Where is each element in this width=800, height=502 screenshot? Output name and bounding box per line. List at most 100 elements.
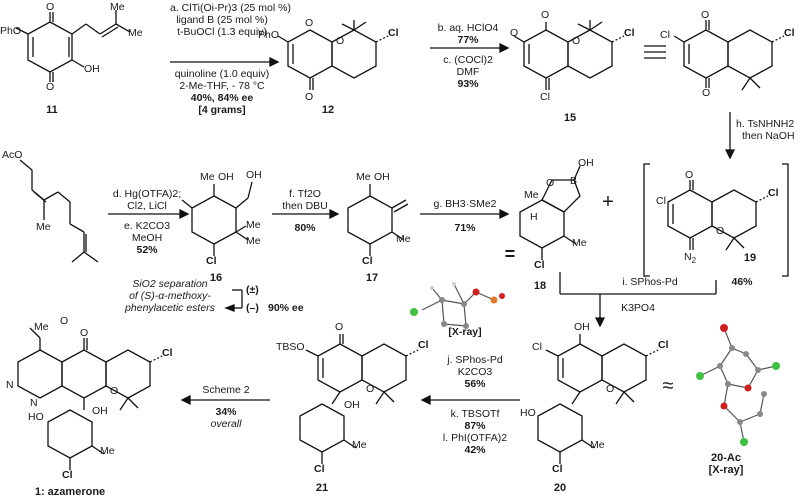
compound-label-17: 17 xyxy=(365,272,379,284)
reagent-j-yield: 56% xyxy=(464,378,486,390)
atom-cl-azamerone-2: Cl xyxy=(62,469,73,481)
reagent-f-line2: then DBU xyxy=(282,200,328,212)
structure-20 xyxy=(537,334,659,464)
compound-label-21: 21 xyxy=(315,482,329,494)
atom-b-18: B xyxy=(570,175,578,187)
atom-h-18: H xyxy=(530,211,538,223)
reagent-a-yield: 40%, 84% ee xyxy=(190,92,254,104)
scheme-2-label: Scheme 2 xyxy=(202,384,250,396)
structure-11 xyxy=(15,10,131,82)
atom-oh-21: OH xyxy=(344,399,360,411)
xray-structure-18 xyxy=(410,282,505,329)
atom-oh-17: OH xyxy=(374,171,390,183)
reagent-h-line1: h. TsNHNH2 xyxy=(736,118,795,130)
atom-cl-21: Cl xyxy=(418,339,429,351)
reagent-k: k. TBSOTf xyxy=(450,408,500,420)
atom-me-18: Me xyxy=(524,189,539,201)
separation-line2: of (S)-α-methoxy- xyxy=(129,290,211,302)
separation-racemic: (±) xyxy=(246,284,259,296)
atom-me2-18: Me xyxy=(572,237,587,249)
atom-cl-19: Cl xyxy=(656,195,666,207)
atom-me-azamerone-2: Me xyxy=(100,445,115,457)
reagent-d-line2: Cl2, LiCl xyxy=(127,200,167,212)
atom-tbso-21: TBSO xyxy=(276,341,305,353)
structure-15 xyxy=(513,20,625,90)
atom-cl-15-alt-2: Cl xyxy=(784,27,795,39)
atom-o-azamerone-ac: O xyxy=(60,315,69,327)
atom-o-15-alt-bottom: O xyxy=(702,87,711,99)
atom-oh-11: OH xyxy=(84,63,100,75)
atom-o-azamerone-top: O xyxy=(80,327,89,339)
reagent-e-yield: 52% xyxy=(136,244,158,256)
reagent-b: b. aq. HClO4 xyxy=(437,22,499,34)
reagent-f-yield: 80% xyxy=(294,222,316,234)
atom-o-15-left: O xyxy=(510,27,519,39)
atom-n-azamerone-2: N xyxy=(30,397,38,409)
approx-sign: ≈ xyxy=(662,375,674,397)
atom-o-19-top: O xyxy=(685,169,694,181)
atom-ho-azamerone: HO xyxy=(28,411,44,423)
atom-oh-18: OH xyxy=(578,157,594,169)
atom-oh2-16: OH xyxy=(246,169,262,181)
atom-cl-16: Cl xyxy=(206,255,217,267)
separation-ee: 90% ee xyxy=(268,302,304,314)
atom-o-11-top: O xyxy=(46,1,55,13)
reagent-f-line1: f. Tf2O xyxy=(289,188,321,200)
scheme-2-overall: overall xyxy=(210,418,242,430)
atom-cl-20: Cl xyxy=(532,341,542,353)
structure-16 xyxy=(181,181,253,256)
atom-n2-sub-19: 2 xyxy=(691,256,697,266)
atom-o-15-alt-top: O xyxy=(701,9,710,21)
atom-o-15-top: O xyxy=(541,9,550,21)
xray-18-label: [X-ray] xyxy=(448,326,482,338)
reagent-g-yield: 71% xyxy=(454,222,476,234)
atom-oh-azamerone: OH xyxy=(92,405,108,417)
atom-cl-20-2: Cl xyxy=(658,339,669,351)
reagent-i-yield: 46% xyxy=(731,276,753,288)
separation-enantiomer: (–) xyxy=(246,302,259,314)
atom-o-21-ring: O xyxy=(366,383,375,395)
separation-line1: SiO2 separation xyxy=(132,278,208,290)
atom-o-18: O xyxy=(546,177,555,189)
reagent-a-line1: a. ClTi(Oi-Pr)3 (25 mol %) xyxy=(170,2,291,14)
reagent-a-scale: [4 grams] xyxy=(198,104,246,116)
atom-me-17: Me xyxy=(356,171,371,183)
structure-17 xyxy=(347,184,409,256)
atom-me-21: Me xyxy=(352,439,367,451)
reagent-k-yield: 87% xyxy=(464,420,486,432)
atom-n-19: N xyxy=(684,251,692,263)
structure-geranyl-acetate xyxy=(19,159,99,263)
atom-me2-16: Me xyxy=(246,219,261,231)
reagent-c-yield: 93% xyxy=(457,78,479,90)
atom-me-geranyl: Me xyxy=(36,221,51,233)
atom-me-16: Me xyxy=(200,171,215,183)
atom-pho-12: PhO xyxy=(258,29,280,41)
structure-azamerone xyxy=(17,327,163,470)
reagent-l: l. PhI(OTFA)2 xyxy=(442,432,508,444)
atom-me2-11: Me xyxy=(128,27,143,39)
atom-cl-15-alt: Cl xyxy=(660,29,670,41)
atom-o-12-bottom: O xyxy=(305,91,314,103)
reagent-c-solvent: DMF xyxy=(456,66,480,78)
reagent-j: j. SPhos-Pd xyxy=(447,354,503,366)
atom-me-20: Me xyxy=(590,439,605,451)
atom-me2-17: Me xyxy=(396,233,411,245)
atom-cl-17: Cl xyxy=(362,255,373,267)
atom-n-azamerone-1: N xyxy=(6,379,14,391)
structure-21 xyxy=(299,334,419,464)
reagent-b-yield: 77% xyxy=(457,34,479,46)
atom-n2-19: N2 xyxy=(684,252,696,266)
compound-label-11: 11 xyxy=(46,104,58,116)
reagent-g: g. BH3·SMe2 xyxy=(433,198,497,210)
atom-me-azamerone: Me xyxy=(34,321,49,333)
structure-19 xyxy=(643,163,789,277)
structure-15-alt xyxy=(673,20,785,91)
atom-cl-19-2: Cl xyxy=(768,187,779,199)
reagent-a-line3: t-BuOCl (1.3 equiv) xyxy=(177,26,267,38)
atom-o-15-ring: O xyxy=(572,35,581,47)
reagent-e-line2: MeOH xyxy=(131,232,163,244)
reagent-e-line1: e. K2CO3 xyxy=(123,220,171,232)
reagent-a-line4: quinoline (1.0 equiv) xyxy=(174,68,270,80)
compound-label-12: 12 xyxy=(321,104,335,116)
